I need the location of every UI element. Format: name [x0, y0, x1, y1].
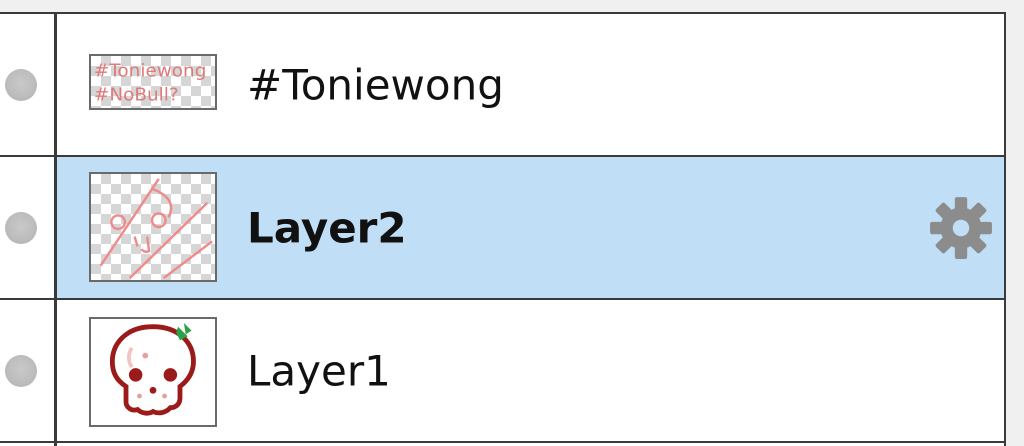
layer-row-toniewong[interactable]: #Toniewong #NoBull? #Toniewong — [0, 14, 1004, 157]
layer-name[interactable]: Layer1 — [247, 346, 391, 395]
layer-thumbnail[interactable] — [89, 172, 217, 282]
layer-row-main[interactable]: Layer2 — [57, 157, 1004, 298]
layer-row-layer1[interactable]: Layer1 — [0, 300, 1004, 443]
visibility-dot-icon[interactable] — [5, 68, 37, 101]
layer-row-layer2[interactable]: Layer2 — [0, 157, 1004, 300]
layer-thumbnail[interactable]: #Toniewong #NoBull? — [89, 54, 217, 110]
visibility-dot-icon[interactable] — [5, 211, 37, 244]
layer-row-main[interactable]: Layer1 — [57, 300, 1004, 441]
layer-row-main[interactable]: #Toniewong #NoBull? #Toniewong — [57, 14, 1004, 155]
layer-thumbnail[interactable] — [89, 317, 217, 427]
thumb-text-line2: #NoBull? — [94, 85, 179, 106]
gear-icon[interactable] — [928, 195, 994, 261]
layer-name[interactable]: #Toniewong — [247, 60, 504, 109]
visibility-dot-icon[interactable] — [5, 354, 37, 387]
thumb-text-line1: #Toniewong — [94, 61, 206, 82]
layers-panel: #Toniewong #NoBull? #Toniewong — [0, 12, 1006, 446]
layer-name[interactable]: Layer2 — [247, 203, 407, 252]
